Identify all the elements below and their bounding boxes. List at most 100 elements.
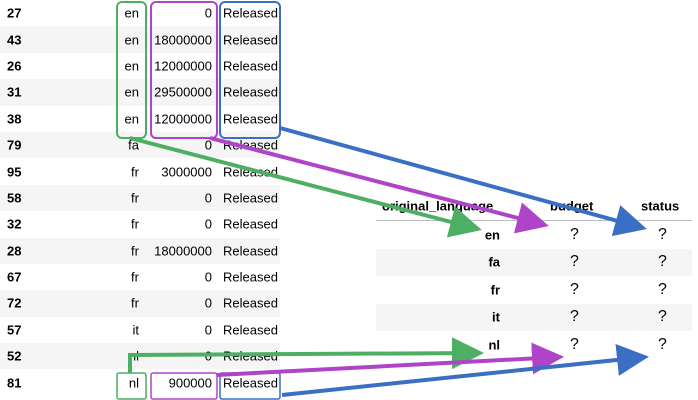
source-row: 57 it 0 Released: [0, 317, 280, 343]
status-cell: Released: [223, 295, 278, 311]
result-status-cell: ?: [658, 225, 667, 243]
language-cell: en: [124, 58, 139, 74]
status-cell: Released: [223, 58, 278, 74]
result-language-cell: en: [484, 227, 500, 243]
result-language-cell: it: [492, 309, 500, 325]
row-index: 95: [7, 164, 22, 180]
result-language-cell: fa: [488, 254, 500, 270]
result-row: nl??: [376, 331, 692, 359]
status-cell: Released: [223, 322, 278, 338]
result-language-cell: fr: [490, 282, 500, 298]
language-cell: en: [124, 5, 139, 21]
language-cell: fr: [131, 164, 139, 180]
budget-cell: 0: [204, 269, 212, 285]
row-index: 67: [7, 269, 22, 285]
result-language-cell: nl: [488, 337, 500, 353]
budget-cell: 18000000: [154, 32, 212, 48]
row-index: 28: [7, 243, 22, 259]
result-status-cell: ?: [658, 280, 667, 298]
source-row: 26 en 12000000 Released: [0, 53, 280, 79]
result-row: fr??: [376, 276, 692, 304]
budget-cell: 0: [204, 216, 212, 232]
status-cell: Released: [223, 216, 278, 232]
language-cell: fa: [128, 137, 139, 153]
result-status-cell: ?: [658, 253, 667, 271]
budget-cell: 0: [204, 137, 212, 153]
result-status-cell: ?: [658, 308, 667, 326]
language-cell: fr: [131, 295, 139, 311]
nl-status-arrow: [281, 344, 649, 397]
source-row: 58 fr 0 Released: [0, 184, 280, 212]
result-row: it??: [376, 303, 692, 331]
row-index: 52: [7, 348, 22, 364]
language-cell: en: [124, 84, 139, 100]
budget-cell: 12000000: [154, 111, 212, 127]
status-cell: Released: [223, 375, 278, 391]
result-budget-cell: ?: [570, 335, 579, 353]
row-index: 43: [7, 32, 22, 48]
status-cell: Released: [223, 84, 278, 100]
language-cell: fr: [131, 190, 139, 206]
row-index: 31: [7, 84, 22, 100]
result-budget-cell: ?: [570, 280, 579, 298]
source-row: 28 fr 18000000 Released: [0, 237, 280, 264]
source-row: 43 en 18000000 Released: [0, 26, 280, 53]
en-status-arrow: [279, 126, 647, 236]
budget-cell: 0: [204, 5, 212, 21]
language-cell: fr: [131, 269, 139, 285]
result-budget-cell: ?: [570, 308, 579, 326]
en-language-arrow: [129, 136, 482, 238]
source-row: 32 fr 0 Released: [0, 211, 280, 237]
status-cell: Released: [223, 32, 278, 48]
en-status-group-box: [219, 1, 281, 139]
row-index: 57: [7, 322, 22, 338]
nl-language-box: [116, 372, 147, 400]
status-cell: Released: [223, 269, 278, 285]
language-cell: it: [132, 322, 140, 338]
row-index: 72: [7, 295, 22, 311]
budget-cell: 900000: [168, 375, 212, 391]
row-index: 81: [7, 375, 22, 391]
source-row: 31 en 29500000 Released: [0, 79, 280, 106]
budget-cell: 12000000: [154, 58, 212, 74]
row-index: 38: [7, 111, 22, 127]
status-cell: Released: [223, 190, 278, 206]
nl-budget-box: [150, 372, 218, 400]
en-language-group-box: [116, 1, 147, 139]
row-index: 79: [7, 137, 22, 153]
language-cell: fr: [131, 243, 139, 259]
budget-cell: 3000000: [161, 164, 212, 180]
source-row: 81 nl 900000 Released: [0, 369, 280, 395]
row-index: 32: [7, 216, 22, 232]
nl-status-box: [219, 372, 281, 400]
source-row: 67 fr 0 Released: [0, 264, 280, 290]
language-cell: fr: [131, 216, 139, 232]
budget-cell: 0: [204, 322, 212, 338]
result-budget-cell: ?: [570, 253, 579, 271]
language-cell: en: [124, 32, 139, 48]
row-index: 26: [7, 58, 22, 74]
en-budget-arrow: [209, 136, 549, 234]
status-cell: Released: [223, 5, 278, 21]
result-budget-cell: ?: [570, 225, 579, 243]
budget-cell: 29500000: [154, 84, 212, 100]
language-cell: nl: [128, 375, 139, 391]
language-cell: en: [124, 111, 139, 127]
budget-cell: 0: [204, 190, 212, 206]
row-index: 58: [7, 190, 22, 206]
status-cell: Released: [223, 243, 278, 259]
nl-language-arrow: [128, 337, 484, 373]
source-row: 27 en 0 Released: [0, 0, 280, 26]
result-row: en??: [376, 221, 692, 249]
row-index: 27: [7, 5, 22, 21]
budget-cell: 18000000: [154, 243, 212, 259]
header-status: status: [641, 198, 680, 214]
result-row: fa??: [376, 248, 692, 276]
result-status-cell: ?: [658, 335, 667, 353]
nl-budget-arrow: [216, 342, 564, 377]
